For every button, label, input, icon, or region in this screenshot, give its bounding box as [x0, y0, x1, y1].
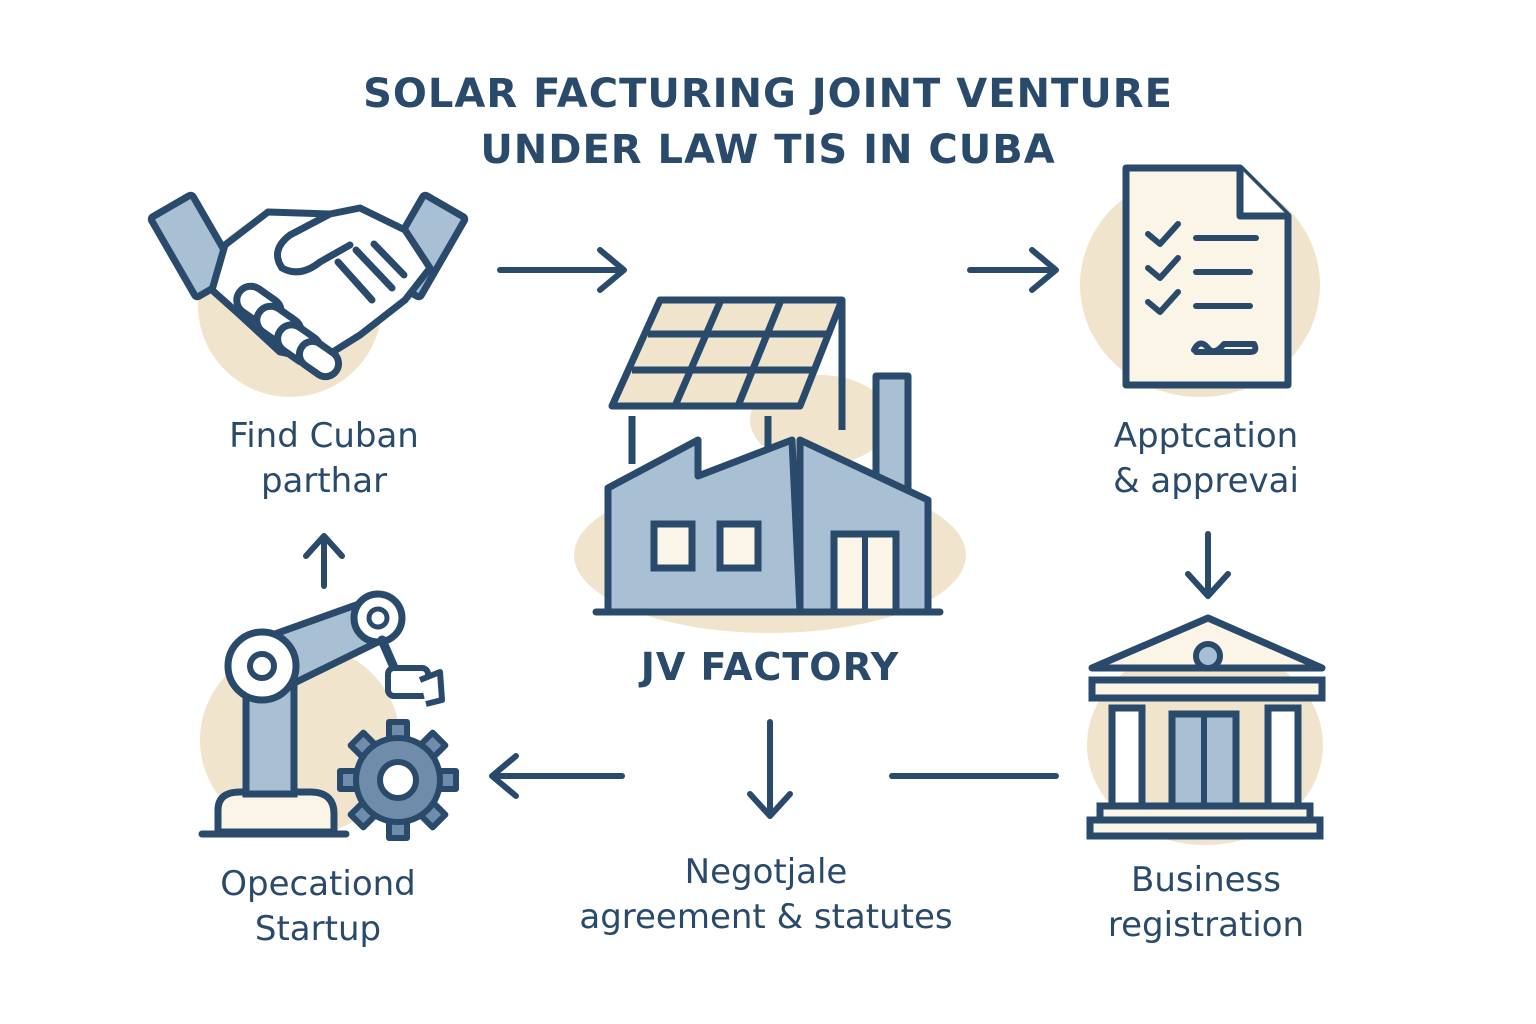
title-line-2: UNDER LAW TIS IN CUBA	[480, 127, 1056, 173]
arrow-down-icon	[1185, 531, 1231, 599]
step-business-registration-label: Business registration	[1107, 860, 1305, 945]
diagram-title: SOLAR FACTURING JOINT VENTURE UNDER LAW …	[0, 66, 1536, 178]
government-building-icon	[1086, 614, 1326, 845]
step-application-label: Apptcation & apprevai	[1113, 416, 1299, 501]
solar-factory-icon	[574, 296, 966, 633]
checklist-document-icon	[1080, 164, 1320, 397]
arrow-up-icon	[303, 533, 345, 589]
step-negotiate-label: Negotjale agreement & statutes	[579, 852, 953, 937]
step-find-partner-label: Find Cuban parthar	[229, 416, 419, 501]
handshake-icon	[147, 191, 469, 397]
title-line-1: SOLAR FACTURING JOINT VENTURE	[363, 71, 1173, 117]
arrow-right-icon	[967, 247, 1059, 293]
center-factory-label: JV FACTORY	[640, 645, 900, 689]
step-operational-startup-label: Opecationd Startup	[220, 864, 416, 949]
arrow-right-icon	[497, 247, 627, 293]
robot-arm-gear-icon	[198, 590, 459, 841]
arrow-left-icon	[489, 753, 625, 799]
arrow-down-icon	[747, 719, 793, 819]
